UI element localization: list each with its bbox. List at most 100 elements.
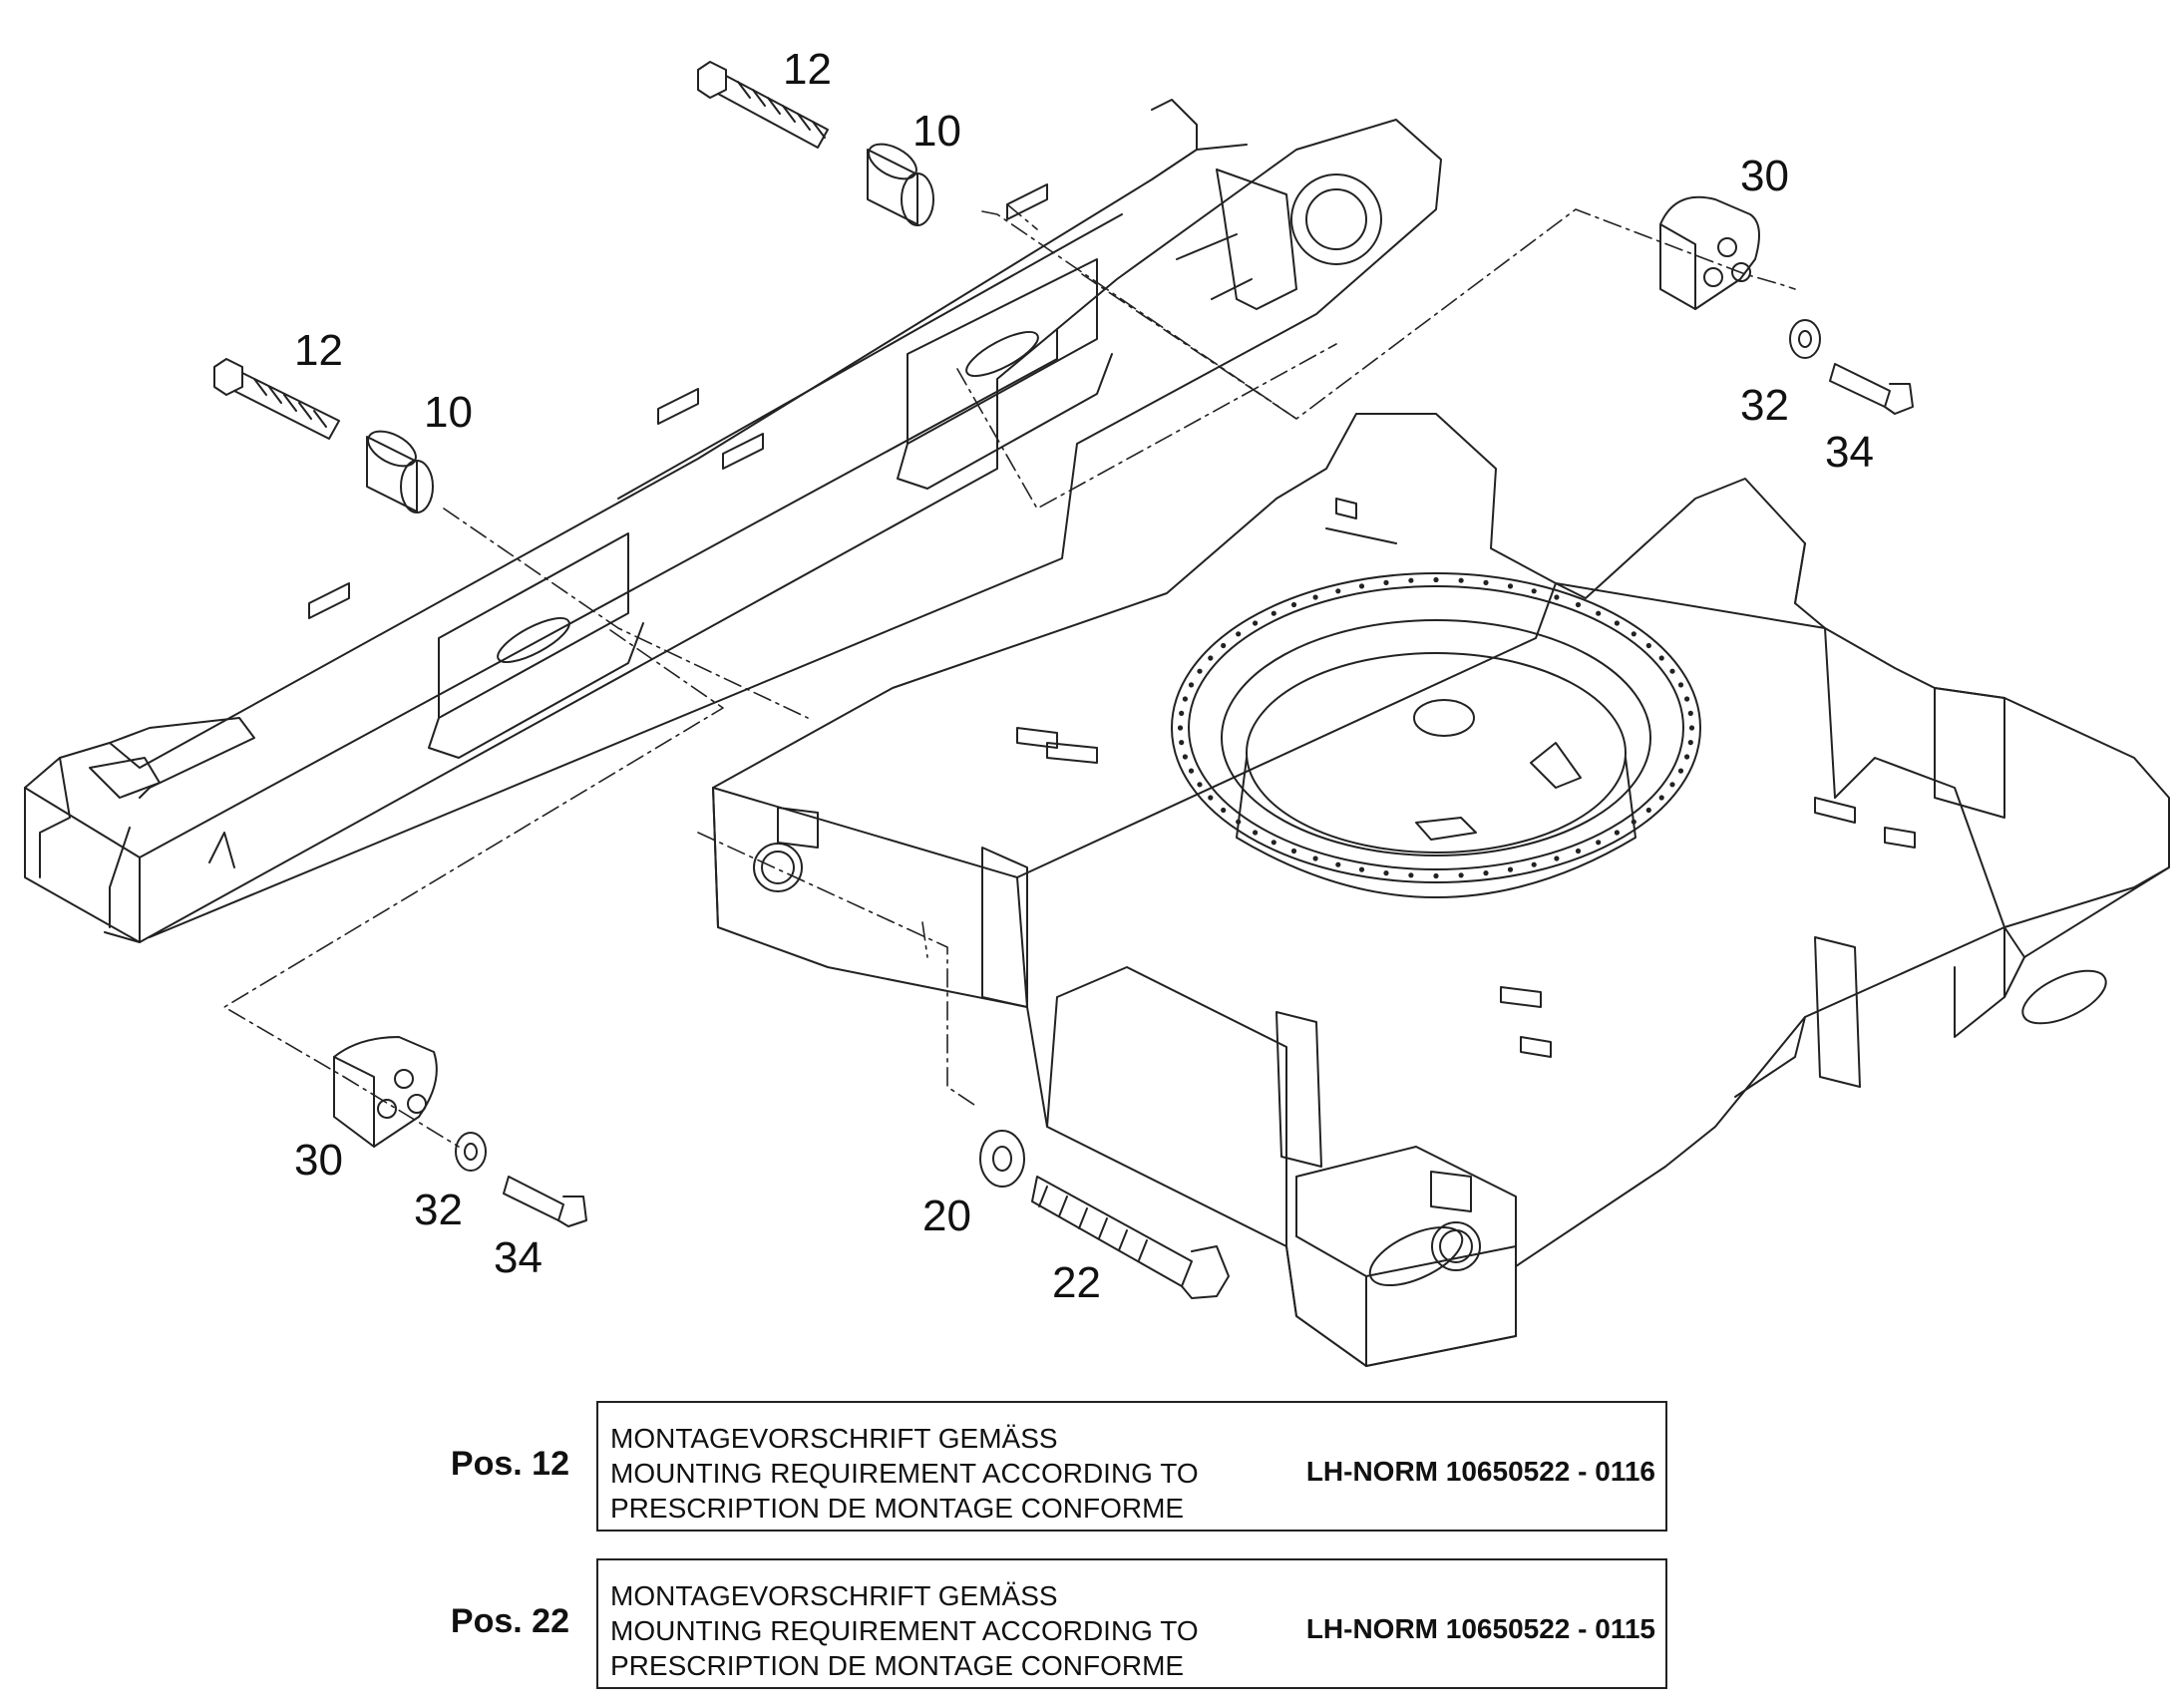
block-30-right — [1659, 195, 1760, 310]
ring-bolt-hole — [1312, 594, 1318, 600]
callout-10-left: 10 — [424, 388, 473, 437]
ring-bolt-hole — [1335, 588, 1341, 594]
spacer-10-top — [867, 143, 934, 226]
note-line-de: MONTAGEVORSCHRIFT GEMÄSS — [610, 1580, 1058, 1611]
ring-bolt-hole — [1408, 577, 1414, 583]
washer-32-right — [1789, 319, 1821, 359]
ring-bolt-hole — [1687, 740, 1693, 746]
note-text: MONTAGEVORSCHRIFT GEMÄSS MOUNTING REQUIR… — [610, 1421, 1199, 1526]
ring-bolt-hole — [1507, 866, 1514, 872]
bolt-12-top — [697, 61, 829, 149]
center-body — [712, 413, 2170, 1367]
note-pos-12: Pos. 12 MONTAGEVORSCHRIFT GEMÄSS MOUNTIN… — [0, 1401, 2180, 1536]
callout-34-left: 34 — [494, 1233, 543, 1282]
ring-bolt-hole — [1684, 696, 1690, 702]
ring-bolt-hole — [1335, 861, 1341, 867]
callout-12-left: 12 — [294, 326, 343, 375]
note-box: MONTAGEVORSCHRIFT GEMÄSS MOUNTING REQUIR… — [596, 1558, 1667, 1689]
ring-bolt-hole — [1179, 740, 1185, 746]
ring-bolt-hole — [1575, 601, 1582, 608]
ring-bolt-hole — [1669, 782, 1675, 788]
callout-30-right: 30 — [1740, 152, 1789, 200]
ring-bolt-hole — [1433, 872, 1439, 879]
ring-bolt-hole — [1614, 830, 1620, 836]
callout-32-right: 32 — [1740, 381, 1789, 430]
ring-bolt-hole — [1358, 866, 1365, 872]
callout-34-right: 34 — [1825, 428, 1874, 477]
ring-bolt-hole — [1253, 620, 1259, 626]
ring-bolt-hole — [1236, 631, 1242, 637]
block-30-left — [333, 1036, 438, 1148]
ring-bolt-hole — [1271, 610, 1276, 616]
callout-12-top: 12 — [783, 45, 832, 94]
ring-bolt-hole — [1596, 840, 1602, 846]
note-position-label: Pos. 12 — [450, 1445, 569, 1483]
ring-bolt-hole — [1197, 782, 1203, 788]
note-position-label: Pos. 22 — [450, 1602, 569, 1640]
ring-bolt-hole — [1483, 579, 1489, 586]
callout-30-left: 30 — [294, 1136, 343, 1185]
ring-bolt-hole — [1575, 848, 1582, 854]
ring-bolt-hole — [1684, 754, 1690, 760]
note-line-fr: PRESCRIPTION DE MONTAGE CONFORME — [610, 1493, 1185, 1524]
ring-bolt-hole — [1688, 725, 1695, 731]
ring-bolt-hole — [1290, 601, 1297, 608]
exploded-assembly-drawing — [24, 61, 2170, 1367]
note-reference: LH-NORM 10650522 - 0115 — [1305, 1613, 1655, 1644]
ring-bolt-hole — [1531, 861, 1537, 867]
ring-bolt-hole — [1677, 682, 1684, 688]
ring-bolt-hole — [1290, 848, 1297, 854]
ring-bolt-hole — [1253, 830, 1259, 836]
note-box: MONTAGEVORSCHRIFT GEMÄSS MOUNTING REQUIR… — [596, 1401, 1667, 1532]
bolt-22 — [1031, 1176, 1230, 1299]
ring-bolt-hole — [1408, 872, 1414, 878]
ring-bolt-hole — [1645, 642, 1651, 649]
ring-bolt-hole — [1677, 768, 1684, 774]
callout-10-top: 10 — [912, 107, 961, 156]
ring-bolt-hole — [1177, 725, 1184, 731]
callout-32-left: 32 — [414, 1186, 463, 1234]
ring-bolt-hole — [1383, 579, 1389, 586]
ring-bolt-hole — [1383, 870, 1389, 876]
ring-bolt-hole — [1208, 795, 1214, 801]
ring-bolt-hole — [1458, 577, 1464, 583]
track-frame — [24, 99, 1442, 943]
bolt-34-left — [503, 1176, 587, 1227]
ring-bolt-hole — [1208, 655, 1214, 661]
ring-bolt-hole — [1507, 583, 1514, 589]
ring-bolt-hole — [1182, 754, 1188, 760]
ring-bolt-hole — [1669, 668, 1675, 674]
slewing-ring-bolt-holes — [1177, 576, 1695, 879]
note-text: MONTAGEVORSCHRIFT GEMÄSS MOUNTING REQUIR… — [610, 1578, 1199, 1683]
note-pos-22: Pos. 22 MONTAGEVORSCHRIFT GEMÄSS MOUNTIN… — [0, 1558, 2180, 1693]
ring-bolt-hole — [1221, 642, 1227, 649]
ring-bolt-hole — [1358, 583, 1365, 589]
ring-bolt-hole — [1631, 819, 1636, 825]
washer-32-left — [455, 1132, 487, 1172]
assembly-lines — [223, 203, 1796, 1148]
ring-bolt-hole — [1531, 588, 1537, 594]
ring-bolt-hole — [1433, 576, 1439, 583]
washer-20 — [979, 1130, 1025, 1188]
note-line-fr: PRESCRIPTION DE MONTAGE CONFORME — [610, 1650, 1185, 1681]
note-line-en: MOUNTING REQUIREMENT ACCORDING TO — [610, 1458, 1199, 1489]
bolt-12-left — [213, 358, 340, 440]
ring-bolt-hole — [1182, 696, 1188, 702]
ring-bolt-hole — [1483, 870, 1489, 876]
ring-bolt-hole — [1458, 872, 1464, 878]
bolt-34-right — [1829, 363, 1914, 415]
ring-bolt-hole — [1596, 610, 1602, 616]
ring-bolt-hole — [1554, 594, 1560, 600]
ring-bolt-hole — [1236, 819, 1242, 825]
ring-bolt-hole — [1221, 807, 1227, 814]
ring-bolt-hole — [1631, 631, 1636, 637]
ring-bolt-hole — [1658, 655, 1664, 661]
ring-bolt-hole — [1271, 840, 1276, 846]
ring-bolt-hole — [1312, 855, 1318, 861]
spacer-10-left — [366, 430, 434, 513]
ring-bolt-hole — [1188, 682, 1195, 688]
ring-bolt-hole — [1658, 795, 1664, 801]
note-line-en: MOUNTING REQUIREMENT ACCORDING TO — [610, 1615, 1199, 1646]
note-reference: LH-NORM 10650522 - 0116 — [1305, 1456, 1655, 1487]
ring-bolt-hole — [1188, 768, 1195, 774]
